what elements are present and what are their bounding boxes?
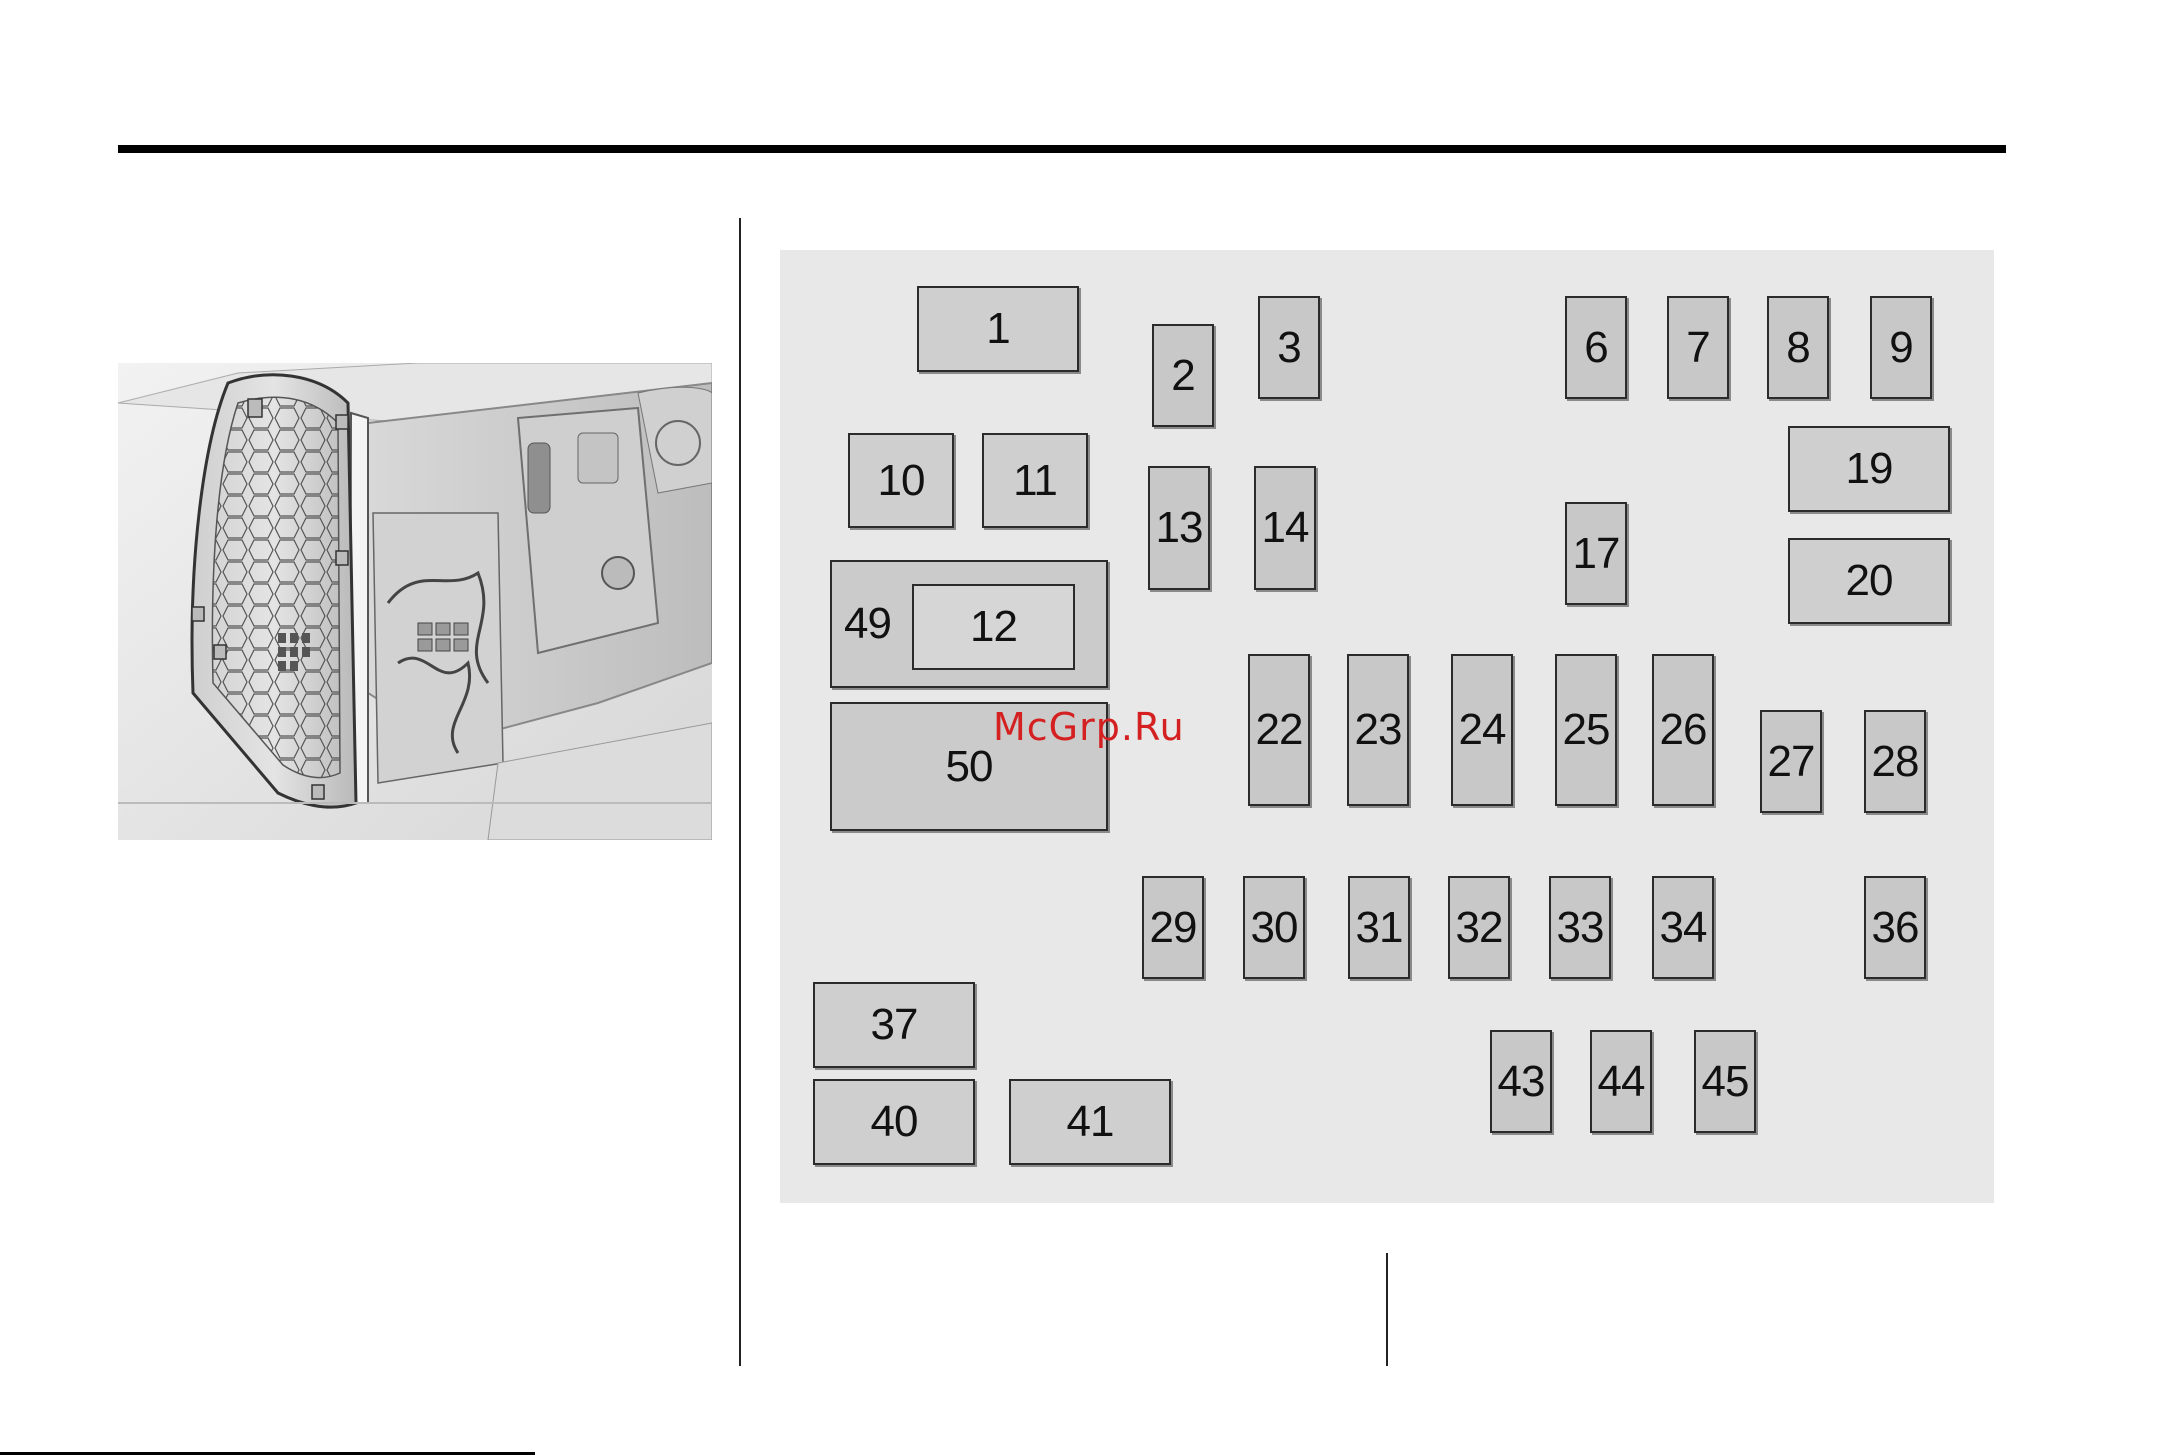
column-divider: [739, 218, 741, 1366]
fuse-7: 7: [1667, 296, 1729, 399]
fuse-1: 1: [917, 286, 1079, 372]
fuse-28: 28: [1864, 710, 1926, 813]
fuse-label: 27: [1768, 737, 1815, 787]
fuse-label: 26: [1660, 705, 1707, 755]
fuse-label: 34: [1660, 903, 1707, 953]
fuse-31: 31: [1348, 876, 1410, 979]
fuse-43: 43: [1490, 1030, 1552, 1133]
fuse-block-diagram: 1 2 3 6 7 8 9 10 11 13 14 17 19 20 49 12…: [780, 250, 1994, 1203]
fuse-6: 6: [1565, 296, 1627, 399]
fuse-label: 12: [970, 602, 1017, 652]
fuse-label: 28: [1872, 737, 1919, 787]
fuse-label: 25: [1563, 705, 1610, 755]
fuse-label: 24: [1459, 705, 1506, 755]
fuse-8: 8: [1767, 296, 1829, 399]
fuse-34: 34: [1652, 876, 1714, 979]
fuse-label: 43: [1498, 1057, 1545, 1107]
fuse-24: 24: [1451, 654, 1513, 806]
fuse-label: 13: [1156, 503, 1203, 553]
fuse-37: 37: [813, 982, 975, 1068]
fuse-26: 26: [1652, 654, 1714, 806]
fuse-label: 8: [1786, 323, 1809, 373]
fuse-10: 10: [848, 433, 954, 528]
fuse-label: 17: [1573, 529, 1620, 579]
fuse-30: 30: [1243, 876, 1305, 979]
fuse-label: 37: [871, 1000, 918, 1050]
fuse-label: 29: [1150, 903, 1197, 953]
fuse-36: 36: [1864, 876, 1926, 979]
fuse-label: 41: [1067, 1097, 1114, 1147]
fuse-40: 40: [813, 1079, 975, 1165]
header-rule: [118, 145, 2006, 153]
fuse-11: 11: [982, 433, 1088, 528]
fuse-17: 17: [1565, 502, 1627, 605]
fuse-label: 49: [844, 599, 891, 649]
fuse-32: 32: [1448, 876, 1510, 979]
fuse-19: 19: [1788, 426, 1950, 512]
fuse-label: 36: [1872, 903, 1919, 953]
fuse-label: 40: [871, 1097, 918, 1147]
fuse-label: 44: [1598, 1057, 1645, 1107]
fuse-9: 9: [1870, 296, 1932, 399]
fuse-label: 23: [1355, 705, 1402, 755]
watermark: McGrp.Ru: [993, 705, 1185, 749]
fuse-23: 23: [1347, 654, 1409, 806]
fuse-20: 20: [1788, 538, 1950, 624]
column-divider-lower: [1386, 1253, 1388, 1366]
fuse-14: 14: [1254, 466, 1316, 590]
fuse-label: 3: [1277, 323, 1300, 373]
fuse-block-location-illustration: [118, 363, 712, 840]
fuse-label: 7: [1686, 323, 1709, 373]
fuse-label: 45: [1702, 1057, 1749, 1107]
fuse-2: 2: [1152, 324, 1214, 427]
fuse-label: 30: [1251, 903, 1298, 953]
fuse-label: 20: [1846, 556, 1893, 606]
fuse-label: 9: [1889, 323, 1912, 373]
fuse-12: 12: [912, 584, 1075, 670]
fuse-41: 41: [1009, 1079, 1171, 1165]
fuse-33: 33: [1549, 876, 1611, 979]
fuse-44: 44: [1590, 1030, 1652, 1133]
fuse-label: 11: [1013, 456, 1057, 506]
fuse-label: 31: [1356, 903, 1403, 953]
fuse-label: 50: [946, 742, 993, 792]
fuse-13: 13: [1148, 466, 1210, 590]
fuse-25: 25: [1555, 654, 1617, 806]
fuse-27: 27: [1760, 710, 1822, 813]
fuse-22: 22: [1248, 654, 1310, 806]
fuse-label: 6: [1584, 323, 1607, 373]
fuse-3: 3: [1258, 296, 1320, 399]
fuse-label: 1: [986, 304, 1009, 354]
fuse-label: 22: [1256, 705, 1303, 755]
fuse-label: 19: [1846, 444, 1893, 494]
fuse-29: 29: [1142, 876, 1204, 979]
fuse-label: 32: [1456, 903, 1503, 953]
fuse-label: 33: [1557, 903, 1604, 953]
fuse-label: 10: [878, 456, 925, 506]
fuse-label: 2: [1171, 351, 1194, 401]
fuse-label: 14: [1262, 503, 1309, 553]
fuse-45: 45: [1694, 1030, 1756, 1133]
